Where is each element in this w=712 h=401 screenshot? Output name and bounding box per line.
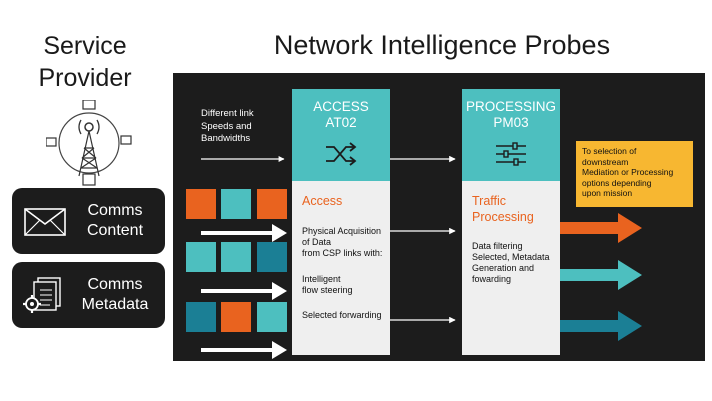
access-desc-2: Intelligent flow steering	[302, 274, 388, 296]
packet-square	[221, 302, 251, 332]
service-provider-line1: Service	[43, 32, 127, 60]
note-text: To selection of downstream Mediation or …	[576, 141, 693, 199]
processing-title: Traffic Processing	[472, 193, 534, 225]
comms-content-label: Comms Content	[70, 201, 160, 241]
packet-square	[257, 302, 287, 332]
access-desc-1-line2: of Data	[302, 237, 332, 247]
packet-square	[186, 189, 216, 219]
link-label-line1: Different link	[201, 108, 254, 119]
comms-metadata-line1: Comms	[87, 276, 143, 293]
processing-desc-line1: Data filtering	[472, 241, 523, 251]
processing-desc: Data filtering Selected, Metadata Genera…	[472, 241, 558, 285]
note-line4: options depending	[582, 177, 652, 188]
sliders-icon	[496, 142, 526, 166]
radio-tower-icon	[46, 100, 132, 186]
access-desc-2-line1: Intelligent	[302, 274, 341, 284]
access-desc-1: Physical Acquisition of Data from CSP li…	[302, 226, 388, 259]
note-line2: downstream	[582, 156, 629, 167]
processing-header: PROCESSING PM03	[462, 89, 560, 181]
packet-square	[257, 189, 287, 219]
access-header-line1: ACCESS	[313, 99, 369, 114]
comms-metadata-line2: Metadata	[81, 296, 149, 313]
comms-metadata-label: Comms Metadata	[70, 275, 160, 315]
input-arrows	[201, 224, 287, 359]
access-header: ACCESS AT02	[292, 89, 390, 181]
packet-square	[221, 189, 251, 219]
shuffle-icon	[326, 142, 357, 166]
processing-header-line2: PM03	[493, 115, 529, 130]
link-speed-label: Different link Speeds and Bandwidths	[201, 108, 291, 146]
note-line5: upon mission	[582, 188, 633, 198]
access-box: ACCESS AT02 Access Physical Acquisition …	[292, 89, 390, 355]
document-gear-icon	[23, 277, 61, 313]
access-header-line2: AT02	[325, 115, 357, 130]
envelope-icon	[24, 208, 66, 236]
access-desc-3: Selected forwarding	[302, 310, 382, 320]
processing-title-line2: Processing	[472, 210, 534, 224]
packet-square	[186, 242, 216, 272]
processing-desc-line2: Selected, Metadata	[472, 252, 550, 262]
output-arrow-teal	[560, 260, 642, 290]
service-provider-line2: Provider	[38, 64, 132, 92]
comms-content-card: Comms Content	[12, 188, 165, 254]
packet-square	[257, 242, 287, 272]
comms-metadata-card: Comms Metadata	[12, 262, 165, 328]
link-label-line3: Bandwidths	[201, 133, 251, 144]
output-arrow-orange	[560, 213, 642, 243]
access-desc-1-line1: Physical Acquisition	[302, 226, 382, 236]
processing-title-line1: Traffic	[472, 194, 507, 208]
access-desc-1-line3: from CSP links with:	[302, 248, 383, 258]
processing-box: PROCESSING PM03 Traffic Processing Data …	[462, 89, 560, 355]
link-label-line2: Speeds and	[201, 120, 252, 132]
packet-square	[221, 242, 251, 272]
page-title: Network Intelligence Probes	[273, 30, 611, 60]
comms-content-line1: Comms	[87, 202, 143, 219]
comms-content-line2: Content	[86, 222, 144, 239]
note-line1: To selection of	[582, 146, 637, 156]
packet-square	[186, 302, 216, 332]
processing-desc-line4: fowarding	[472, 274, 512, 284]
downstream-note: To selection of downstream Mediation or …	[576, 141, 693, 207]
processing-desc-line3: Generation and	[472, 263, 535, 273]
access-title: Access	[302, 194, 343, 208]
output-arrow-dark-teal	[560, 311, 642, 341]
note-line3: Mediation or Processing	[582, 167, 674, 177]
access-desc-2-line2: flow steering	[302, 285, 353, 295]
processing-header-line1: PROCESSING	[465, 99, 557, 114]
